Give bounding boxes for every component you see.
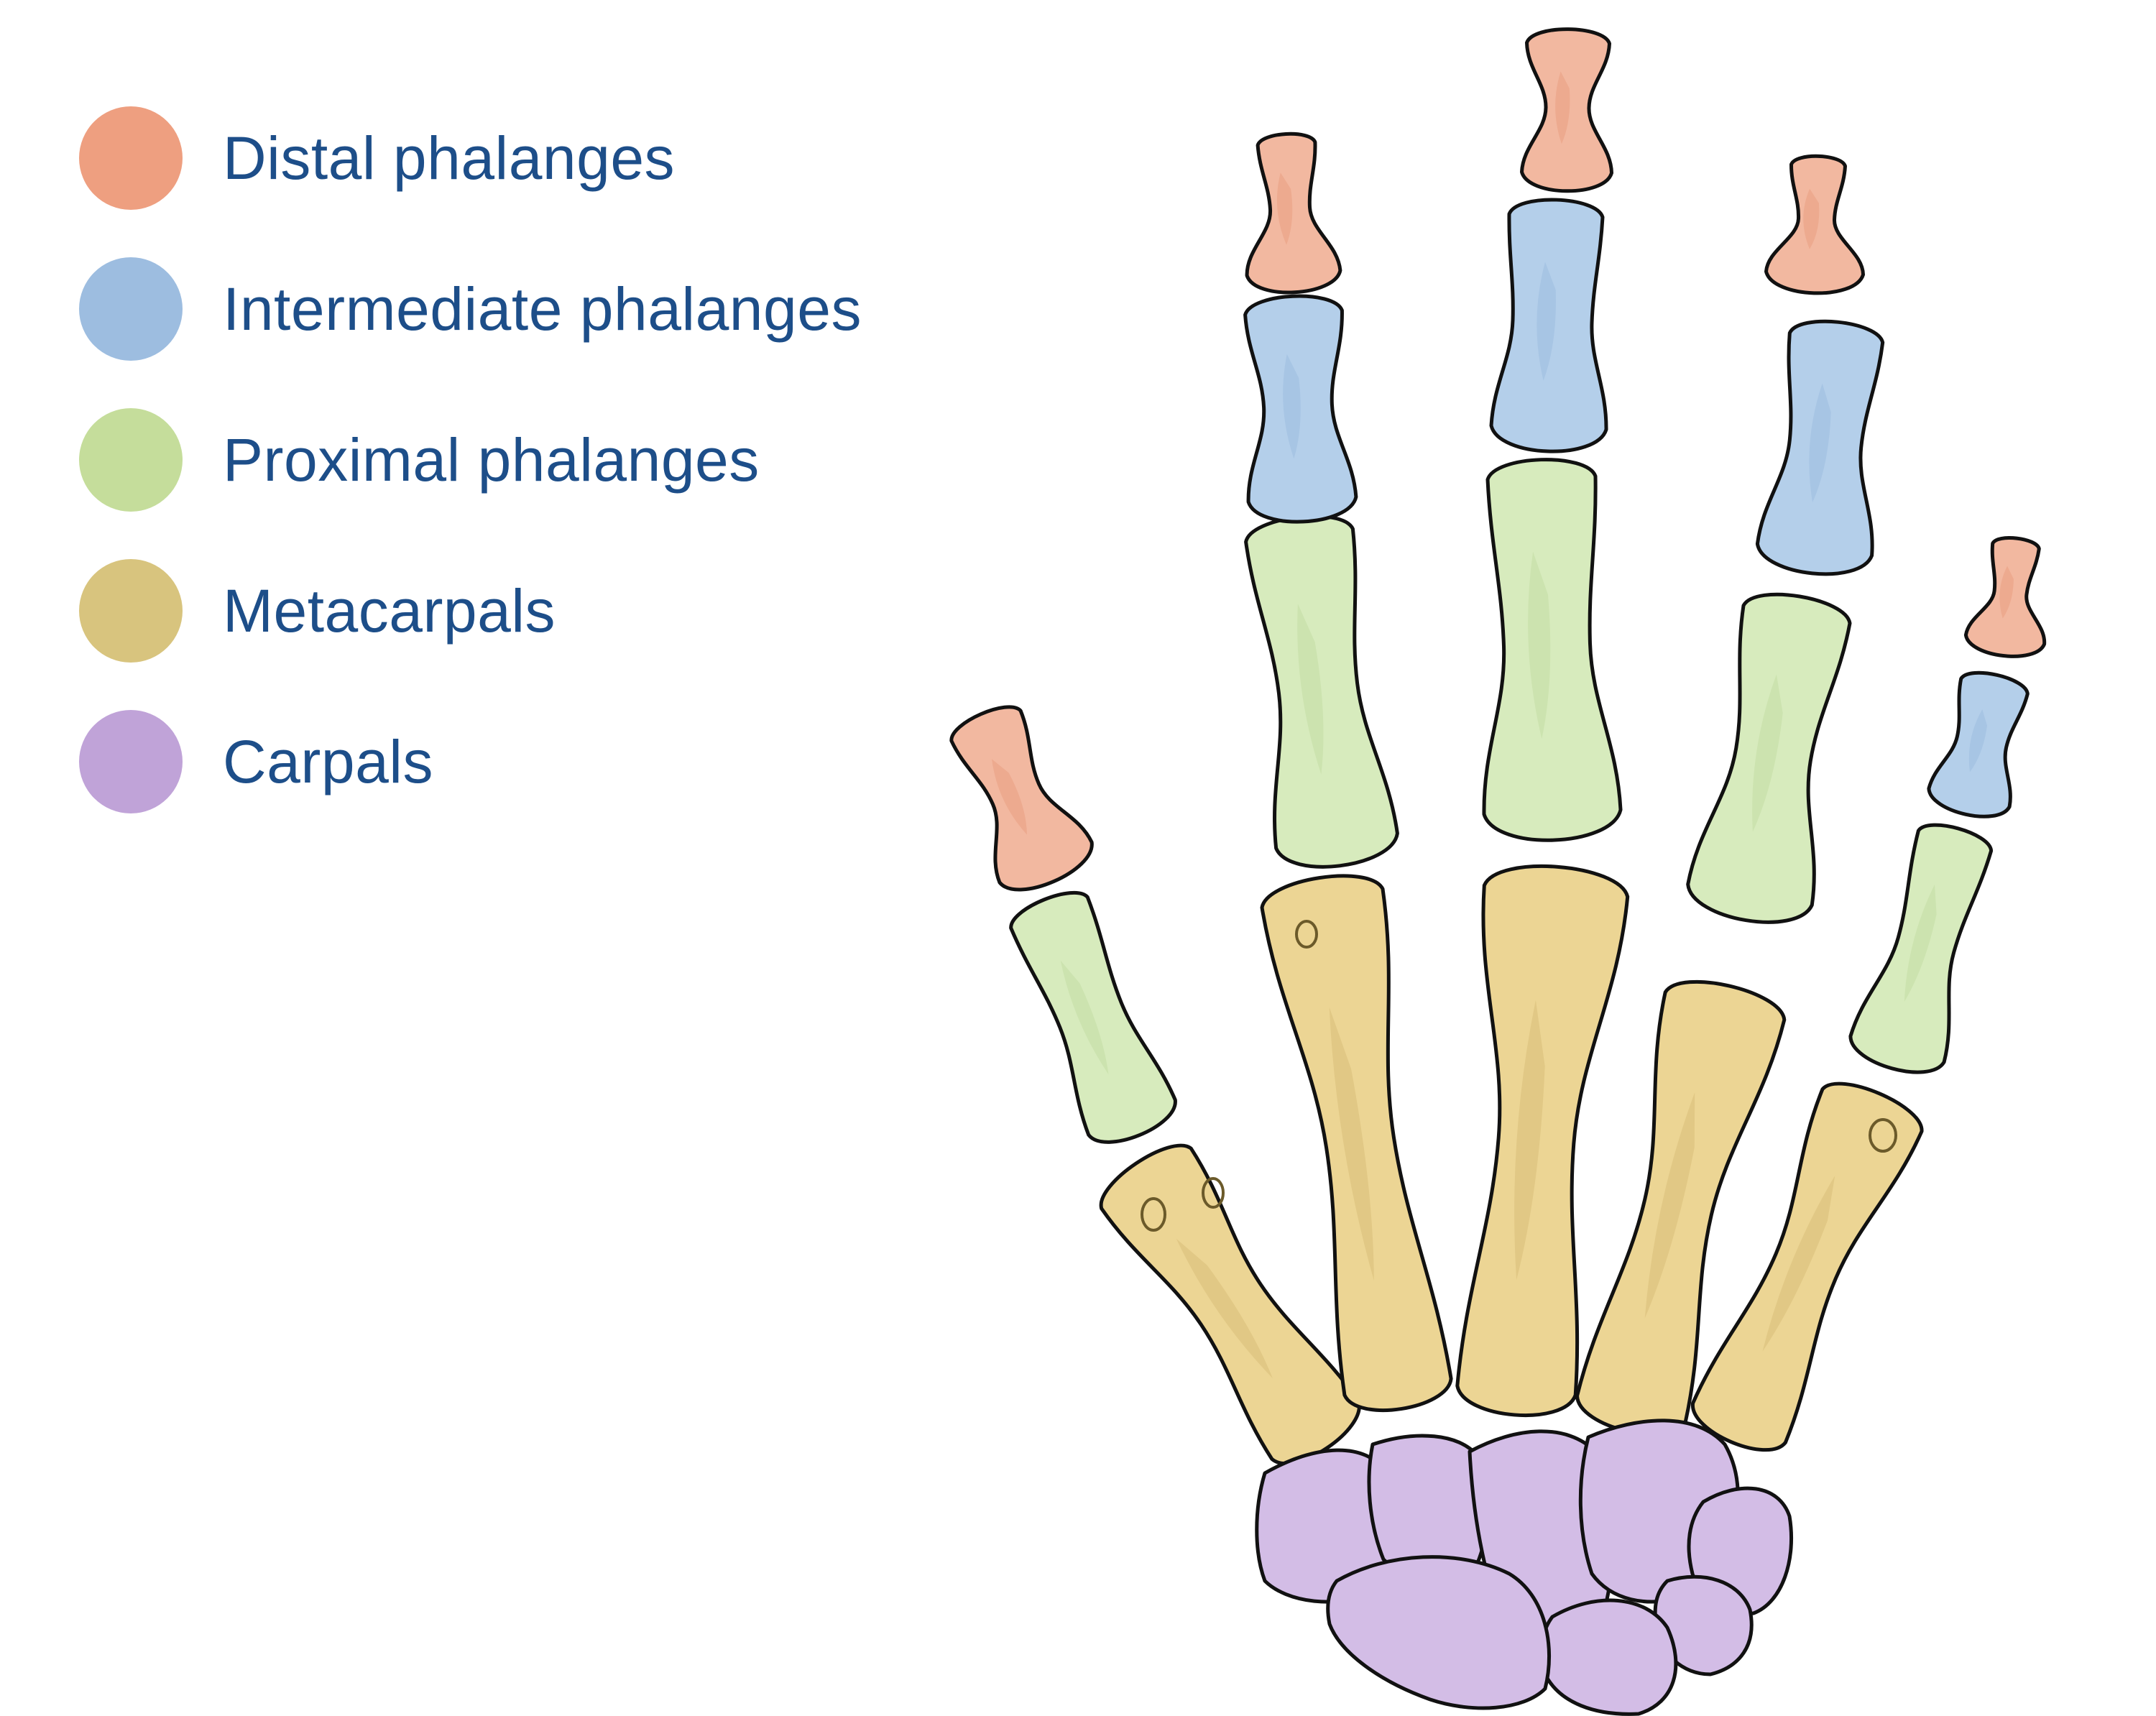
index-intermediate-phalanx	[1243, 294, 1358, 524]
little-intermediate-phalanx-outline	[1927, 670, 2030, 818]
thumb-metacarpal-shading	[1176, 1238, 1273, 1378]
middle-proximal-phalanx-outline	[1482, 458, 1623, 842]
middle-intermediate-phalanx	[1489, 198, 1608, 453]
little-metacarpal-outline	[1691, 1081, 1924, 1452]
legend-item-intermediate-phalanges: Intermediate phalanges	[79, 257, 862, 361]
ring-intermediate-phalanx-shading	[1809, 383, 1831, 503]
legend-item-proximal-phalanges: Proximal phalanges	[79, 408, 862, 512]
little-intermediate-phalanx-shading	[1968, 709, 1987, 772]
legend-item-carpals: Carpals	[79, 710, 862, 813]
carpal-scaphoid	[1326, 1555, 1551, 1710]
legend-label: Intermediate phalanges	[223, 275, 862, 343]
index-intermediate-phalanx-outline	[1243, 294, 1358, 524]
thumb-metacarpal	[1099, 1143, 1361, 1465]
middle-distal-phalanx-outline	[1520, 27, 1613, 193]
index-metacarpal-shading	[1329, 1007, 1374, 1281]
index-metacarpal-outline	[1260, 874, 1453, 1412]
foramen-mark-4	[1869, 1118, 1897, 1153]
ring-intermediate-phalanx	[1755, 319, 1885, 576]
index-distal-phalanx	[1245, 132, 1342, 295]
index-distal-phalanx-outline	[1245, 132, 1342, 295]
middle-proximal-phalanx	[1482, 458, 1623, 842]
little-metacarpal	[1691, 1081, 1924, 1452]
little-proximal-phalanx-shading	[1904, 884, 1937, 1002]
ring-metacarpal-outline	[1575, 979, 1787, 1436]
little-metacarpal-shading	[1762, 1176, 1835, 1352]
middle-distal-phalanx-shading	[1555, 71, 1570, 144]
middle-intermediate-phalanx-outline	[1489, 198, 1608, 453]
thumb-proximal-phalanx-outline	[1009, 890, 1177, 1144]
index-proximal-phalanx-outline	[1244, 514, 1399, 869]
index-proximal-phalanx	[1244, 514, 1399, 869]
index-proximal-phalanx-shading	[1297, 604, 1324, 775]
proximal-phalanges-swatch	[79, 408, 183, 512]
legend-label: Distal phalanges	[223, 124, 676, 192]
thumb-distal-phalanx-shading	[992, 759, 1027, 835]
middle-intermediate-phalanx-shading	[1537, 262, 1556, 381]
legend-label: Metacarpals	[223, 576, 556, 645]
little-proximal-phalanx-outline	[1848, 823, 1994, 1074]
legend: Distal phalanges Intermediate phalanges …	[79, 106, 862, 813]
legend-item-distal-phalanges: Distal phalanges	[79, 106, 862, 210]
middle-proximal-phalanx-shading	[1528, 551, 1551, 739]
legend-item-metacarpals: Metacarpals	[79, 559, 862, 663]
intermediate-phalanges-swatch	[79, 257, 183, 361]
ring-proximal-phalanx-outline	[1686, 592, 1852, 924]
ring-distal-phalanx	[1764, 154, 1865, 295]
foramen-mark-3	[1295, 920, 1318, 949]
little-intermediate-phalanx	[1927, 670, 2030, 818]
ring-metacarpal	[1575, 979, 1787, 1436]
middle-metacarpal	[1455, 864, 1630, 1418]
little-proximal-phalanx	[1848, 823, 1994, 1074]
metacarpals-swatch	[79, 559, 183, 663]
legend-label: Proximal phalanges	[223, 425, 760, 494]
index-distal-phalanx-shading	[1276, 172, 1293, 245]
little-distal-phalanx-outline	[1963, 536, 2047, 658]
carpal-lunate	[1539, 1598, 1678, 1716]
ring-distal-phalanx-outline	[1764, 154, 1865, 295]
hand-bones	[949, 27, 2047, 1716]
carpals-swatch	[79, 710, 183, 813]
middle-distal-phalanx	[1520, 27, 1613, 193]
ring-intermediate-phalanx-outline	[1755, 319, 1885, 576]
ring-proximal-phalanx-shading	[1752, 674, 1783, 832]
foramen-mark-2	[1202, 1177, 1225, 1209]
middle-metacarpal-shading	[1514, 1000, 1545, 1281]
index-metacarpal	[1260, 874, 1453, 1412]
ring-metacarpal-shading	[1644, 1092, 1695, 1319]
thumb-proximal-phalanx	[1009, 890, 1177, 1144]
thumb-proximal-phalanx-shading	[1060, 960, 1109, 1075]
thumb-distal-phalanx-outline	[949, 705, 1094, 892]
thumb-distal-phalanx	[949, 705, 1094, 892]
little-distal-phalanx	[1963, 536, 2047, 658]
middle-metacarpal-outline	[1455, 864, 1630, 1418]
little-distal-phalanx-shading	[1999, 566, 2014, 619]
ring-proximal-phalanx	[1686, 592, 1852, 924]
ring-distal-phalanx-shading	[1803, 188, 1820, 249]
index-intermediate-phalanx-shading	[1283, 354, 1301, 459]
foramen-mark-1	[1141, 1197, 1166, 1232]
distal-phalanges-swatch	[79, 106, 183, 210]
legend-label: Carpals	[223, 727, 433, 795]
